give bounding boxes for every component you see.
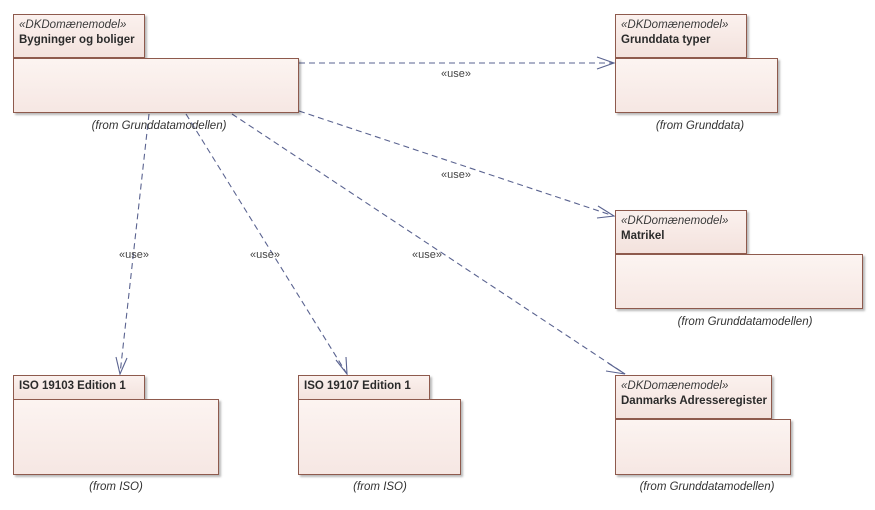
dependency-label-iso19107: «use»: [250, 249, 280, 261]
arrowhead-iso19103: [115, 356, 128, 376]
dependency-line-iso19107[interactable]: [185, 113, 348, 375]
dependency-line-adresse[interactable]: [231, 113, 626, 375]
dependency-label-adresse: «use»: [412, 249, 442, 261]
package-name: Matrikel: [621, 230, 665, 242]
package-name: Grunddata typer: [621, 34, 711, 46]
package-body: [615, 254, 863, 309]
package-origin-iso19103: (from ISO): [89, 481, 143, 493]
package-tab: «DKDomænemodel» Danmarks Adresseregister: [615, 375, 772, 419]
package-tab: «DKDomænemodel» Matrikel: [615, 210, 747, 254]
package-origin-grunddata: (from Grunddata): [655, 120, 745, 132]
package-body: [13, 58, 299, 113]
package-origin-adresse: (from Grunddatamodellen): [639, 481, 775, 493]
package-stereotype: «DKDomænemodel»: [621, 380, 729, 392]
arrowhead-adresse: [605, 362, 626, 375]
arrowhead-grunddata: [596, 56, 616, 70]
package-name: ISO 19107 Edition 1: [304, 380, 411, 392]
package-body: [13, 399, 219, 475]
arrowhead-matrikel: [596, 205, 616, 219]
package-origin-matrikel: (from Grunddatamodellen): [677, 316, 813, 328]
dependency-label-iso19103: «use»: [119, 249, 149, 261]
dependency-label-matrikel: «use»: [441, 169, 471, 181]
package-stereotype: «DKDomænemodel»: [621, 19, 729, 31]
package-body: [298, 399, 461, 475]
package-stereotype: «DKDomænemodel»: [19, 19, 127, 31]
package-body: [615, 58, 778, 113]
package-name: Bygninger og boliger: [19, 34, 135, 46]
package-origin-iso19107: (from ISO): [353, 481, 407, 493]
dependency-label-grunddata: «use»: [441, 68, 471, 80]
package-tab: «DKDomænemodel» Bygninger og boliger: [13, 14, 145, 58]
package-origin-bygninger: (from Grunddatamodellen): [91, 120, 227, 132]
dependency-line-matrikel[interactable]: [298, 110, 615, 217]
package-tab: «DKDomænemodel» Grunddata typer: [615, 14, 747, 58]
package-tab: ISO 19103 Edition 1: [13, 375, 145, 400]
package-name: ISO 19103 Edition 1: [19, 380, 126, 392]
dependency-line-iso19103[interactable]: [119, 113, 150, 375]
package-body: [615, 419, 791, 475]
package-name: Danmarks Adresseregister: [621, 395, 767, 407]
arrowhead-iso19107: [335, 356, 348, 376]
package-stereotype: «DKDomænemodel»: [621, 215, 729, 227]
package-tab: ISO 19107 Edition 1: [298, 375, 430, 400]
